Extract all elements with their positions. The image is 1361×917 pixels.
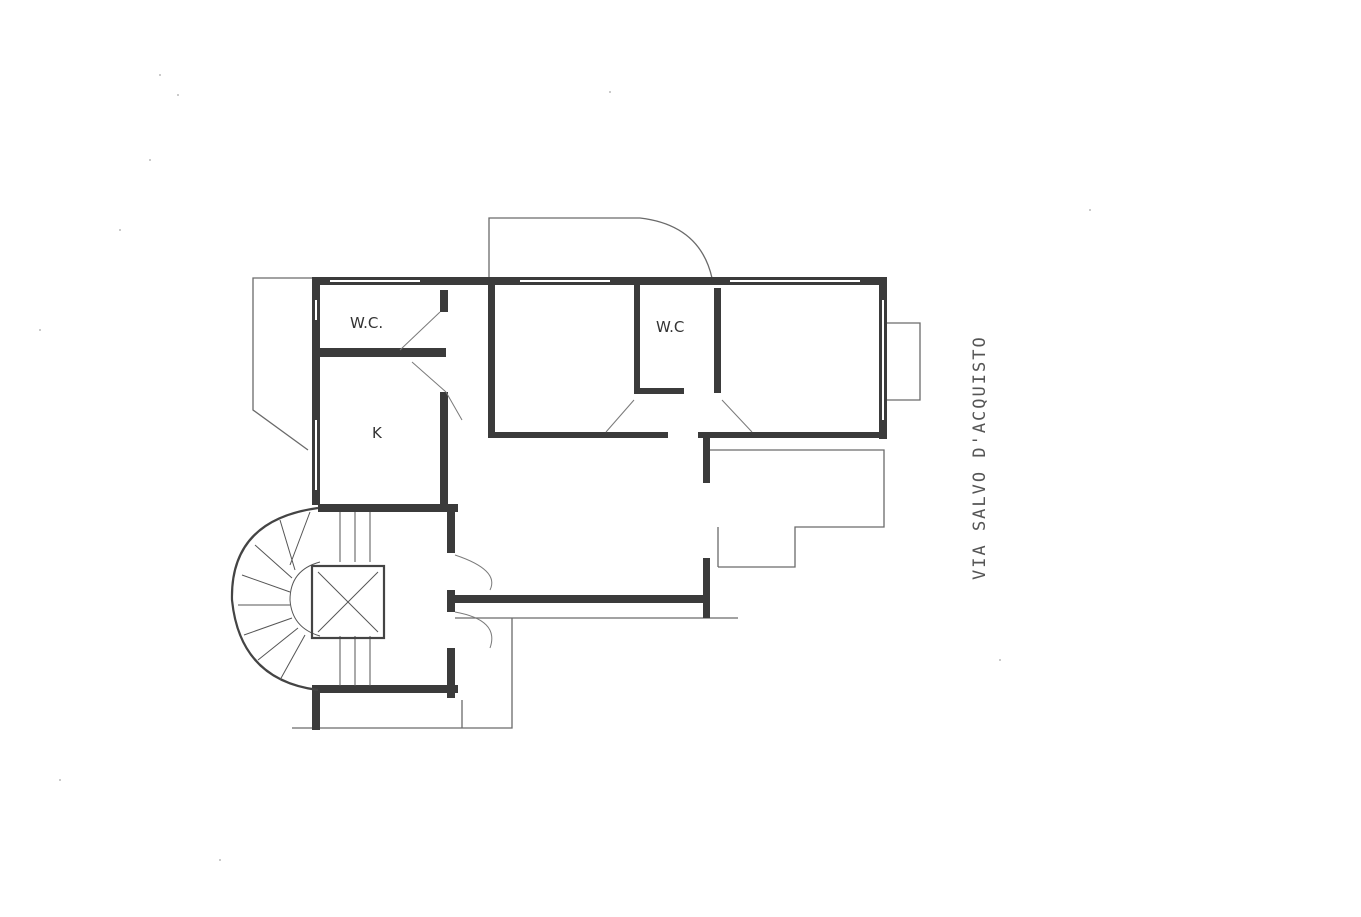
windows [315, 280, 884, 490]
street-label: VIA SALVO D'ACQUISTO [970, 335, 990, 580]
curved-staircase [230, 506, 371, 692]
wc-left-label: W.C. [350, 314, 383, 332]
wc-center-label: W.C [656, 318, 684, 336]
terrace-outlines [252, 217, 921, 729]
kitchen-label: K [372, 424, 383, 442]
door-swings [399, 311, 753, 649]
lift-shaft [310, 564, 386, 640]
scan-noise [39, 74, 1091, 861]
walls [312, 277, 887, 730]
